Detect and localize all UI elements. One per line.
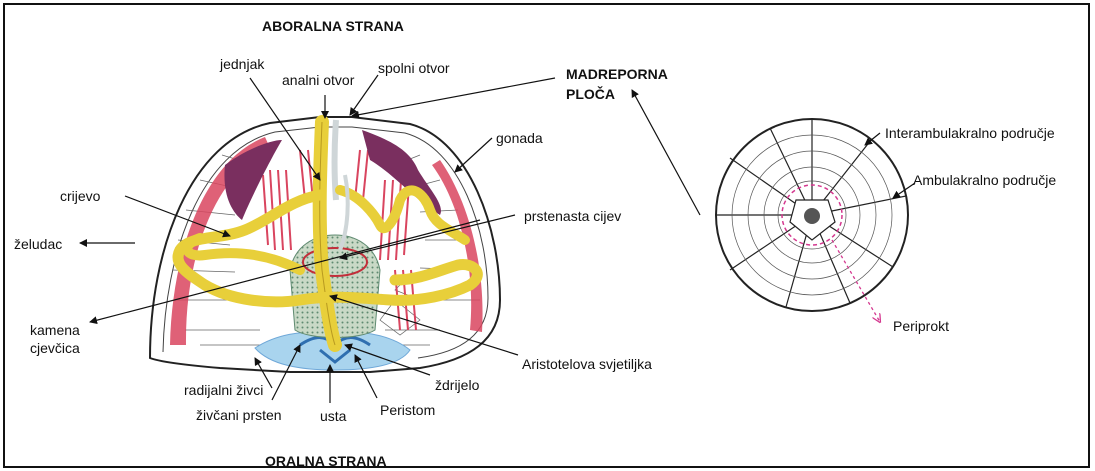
title-oral: ORALNA STRANA [265,453,387,469]
label-jednjak: jednjak [220,56,264,72]
label-radijalni-zivci: radijalni živci [184,382,263,398]
label-kamena-2: cjevčica [30,340,80,356]
label-zeludac: želudac [14,236,62,252]
title-aboral: ABORALNA STRANA [262,18,404,34]
aboral-disc [716,119,908,322]
label-aristotelova-svjetiljka: Aristotelova svjetiljka [522,356,652,372]
label-madreporna-2: PLOČA [566,86,615,102]
label-spolni-otvor: spolni otvor [378,60,450,76]
label-kamena-1: kamena [30,322,80,338]
label-zivcani-prsten: živčani prsten [196,407,282,423]
label-peristom: Peristom [380,402,435,418]
label-analni-otvor: analni otvor [282,72,354,88]
label-zdrijelo: ždrijelo [435,377,479,393]
label-interambulakralno: Interambulakralno područje [885,125,1055,141]
label-madreporna-1: MADREPORNA [566,66,668,82]
label-prstenasta-cijev: prstenasta cijev [524,208,621,224]
label-ambulakralno: Ambulakralno područje [913,172,1056,188]
label-periprokt: Periprokt [893,318,949,334]
label-gonada: gonada [496,130,543,146]
label-crijevo: crijevo [60,188,100,204]
label-usta: usta [320,408,346,424]
urchin-section [150,117,500,372]
periproct-center [804,208,820,224]
